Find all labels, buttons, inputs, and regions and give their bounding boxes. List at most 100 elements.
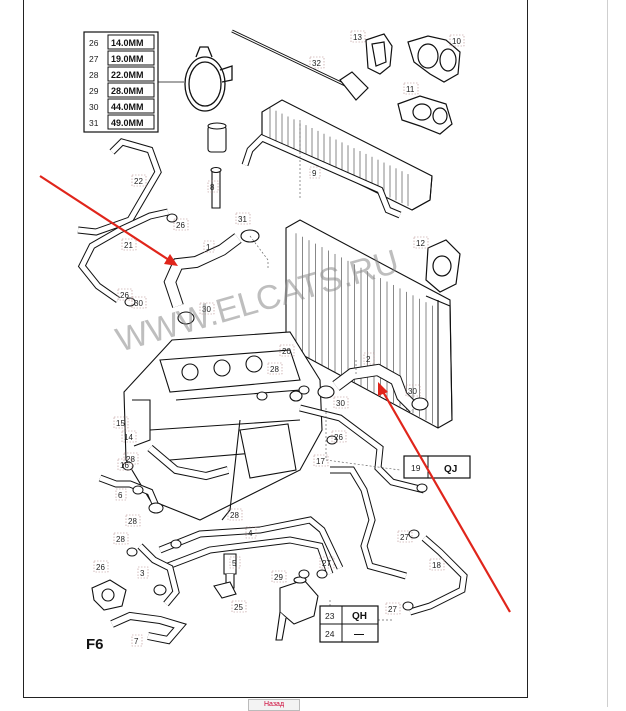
size-value: 19.0MM: [111, 54, 144, 64]
clamp-icon: [124, 297, 136, 307]
svg-text:27: 27: [322, 559, 331, 568]
svg-text:9: 9: [312, 169, 317, 178]
variant-qh-index-1: 23: [325, 611, 335, 621]
part-25-fitting: [213, 581, 237, 599]
svg-text:3: 3: [140, 569, 145, 578]
size-table-row: 27 19.0MM: [89, 50, 155, 66]
part-13-bracket: [365, 33, 393, 75]
size-index: 26: [89, 38, 99, 48]
size-index: 27: [89, 54, 99, 64]
size-table-row: 31 49.0MM: [89, 114, 155, 130]
variant-box-qj: 19 QJ: [403, 455, 471, 479]
svg-text:26: 26: [120, 291, 129, 300]
variant-qh-code-1: QH: [352, 611, 367, 622]
part-4-hoses: [158, 516, 344, 576]
callout-number: 10: [449, 34, 465, 47]
callout-number: 22: [131, 174, 147, 187]
part-8-fitting: [207, 122, 227, 209]
size-index: 31: [89, 118, 99, 128]
svg-text:32: 32: [312, 59, 321, 68]
svg-text:7: 7: [134, 637, 139, 646]
size-value: 49.0MM: [111, 118, 144, 128]
svg-text:16: 16: [120, 461, 129, 470]
callout-number: 29: [271, 570, 287, 583]
callout-number: 26: [117, 288, 133, 301]
svg-text:2: 2: [366, 355, 371, 364]
part-9-hose: [241, 133, 402, 219]
clamp-icon: [316, 569, 328, 579]
svg-text:27: 27: [388, 605, 397, 614]
part-17-hose: [330, 466, 407, 580]
callout-number: 32: [309, 56, 325, 69]
part-22-hose: [77, 138, 162, 236]
variant-qj-code: QJ: [444, 464, 457, 475]
size-value: 22.0MM: [111, 70, 144, 80]
callout-number: 26: [93, 560, 109, 573]
svg-text:26: 26: [334, 433, 343, 442]
part-18-hose: [408, 535, 468, 616]
part-thermostat-housing: [91, 579, 127, 611]
svg-text:31: 31: [238, 215, 247, 224]
svg-text:13: 13: [353, 33, 362, 42]
part-19-hose: [299, 404, 425, 494]
callout-number: 11: [403, 82, 419, 95]
size-table-row: 26 14.0MM: [89, 34, 155, 50]
callout-number: 21: [121, 238, 137, 251]
clamp-icon: [402, 601, 414, 611]
callout-number: 31: [235, 212, 251, 225]
callout-number: 25: [231, 600, 247, 613]
callout-number: 17: [313, 454, 329, 467]
callout-number: 30: [131, 296, 147, 309]
svg-text:27: 27: [400, 533, 409, 542]
variant-qh-index-2: 24: [325, 629, 335, 639]
svg-text:11: 11: [406, 85, 415, 94]
size-index: 30: [89, 102, 99, 112]
variant-qh-code-2: —: [354, 629, 364, 640]
callout-number: 30: [199, 302, 215, 315]
svg-text:4: 4: [248, 529, 253, 538]
callout-number: 8: [207, 180, 219, 193]
callout-number: 3: [137, 566, 149, 579]
svg-text:10: 10: [452, 37, 461, 46]
callout-number: 2: [363, 352, 375, 365]
callout-number: 12: [413, 236, 429, 249]
svg-text:30: 30: [336, 399, 345, 408]
part-11-bracket: [397, 95, 453, 135]
svg-text:30: 30: [134, 299, 143, 308]
svg-text:28: 28: [126, 455, 135, 464]
callout-number: 16: [117, 458, 133, 471]
back-button[interactable]: Назад: [248, 699, 300, 711]
callout-number: 9: [309, 166, 321, 179]
svg-text:20: 20: [282, 347, 291, 356]
hose-clamp-illustration: [158, 46, 233, 112]
svg-text:28: 28: [116, 535, 125, 544]
svg-text:6: 6: [118, 491, 123, 500]
svg-text:30: 30: [202, 305, 211, 314]
callout-number: 28: [123, 452, 139, 465]
svg-text:30: 30: [408, 387, 417, 396]
size-value: 14.0MM: [111, 38, 144, 48]
figure-label: F6: [86, 636, 104, 653]
svg-text:25: 25: [234, 603, 243, 612]
clamp-icon: [298, 385, 310, 395]
svg-text:26: 26: [96, 563, 105, 572]
callout-number: 27: [319, 556, 335, 569]
svg-text:1: 1: [206, 243, 211, 252]
part-6-hose: [98, 474, 164, 514]
callout-number: 15: [113, 416, 129, 429]
part-12-cap: [425, 239, 461, 293]
svg-text:14: 14: [124, 433, 133, 442]
callout-number: 14: [121, 430, 137, 443]
callout-number: 18: [429, 558, 445, 571]
size-value: 44.0MM: [111, 102, 144, 112]
callout-number: 27: [385, 602, 401, 615]
svg-text:22: 22: [134, 177, 143, 186]
red-arrow-upper: [39, 175, 178, 266]
part-2-hose: [332, 363, 419, 413]
clamp-icon: [132, 485, 144, 495]
callout-number: 13: [350, 30, 366, 43]
callout-number: 28: [113, 532, 129, 545]
